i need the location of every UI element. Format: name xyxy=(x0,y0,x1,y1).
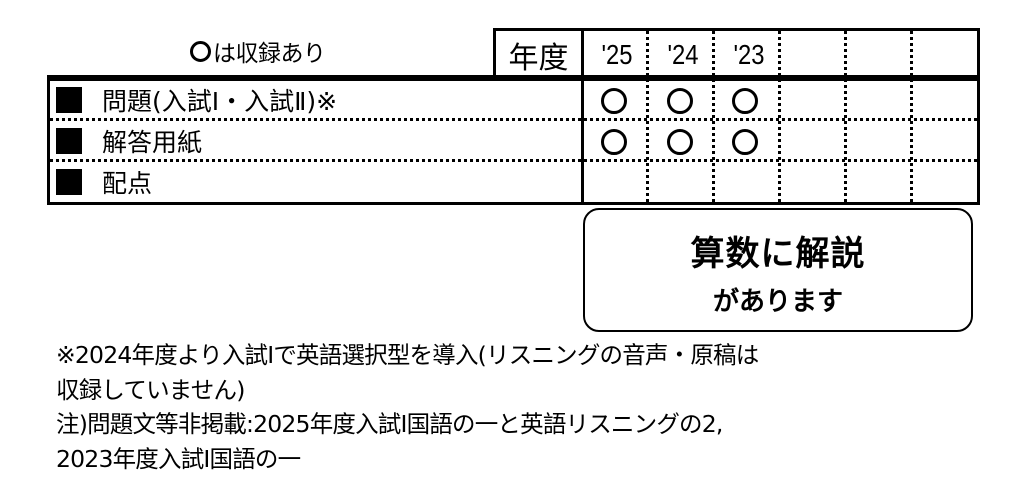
divider xyxy=(844,31,847,202)
circle-mark-icon xyxy=(190,41,211,62)
square-bullet-icon xyxy=(56,169,82,195)
record-table xyxy=(47,78,980,205)
recorded-circle-icon xyxy=(667,88,693,114)
recorded-circle-icon xyxy=(732,88,758,114)
legend-text: は収録あり xyxy=(213,41,326,67)
callout-subtitle: があります xyxy=(712,287,843,317)
row-label: 解答用紙 xyxy=(102,128,203,157)
row-label: 問題(入試Ⅰ・入試Ⅱ)※ xyxy=(102,87,338,116)
callout-title: 算数に解説 xyxy=(690,234,866,274)
year-header: 年度 xyxy=(493,28,584,78)
commentary-callout: 算数に解説 があります xyxy=(583,208,973,332)
recorded-circle-icon xyxy=(667,129,693,155)
divider xyxy=(581,78,584,202)
year-cell: '25 xyxy=(601,38,633,70)
year-cell xyxy=(919,31,975,78)
row-label: 配点 xyxy=(102,169,153,198)
footnote-line: 収録していません) xyxy=(56,375,245,404)
square-bullet-icon xyxy=(56,87,82,113)
row-problems: 問題(入試Ⅰ・入試Ⅱ)※ xyxy=(56,80,337,120)
footnote-line: 注)問題文等非掲載:2025年度入試Ⅰ国語の一と英語リスニングの2, xyxy=(56,410,723,438)
year-cell xyxy=(787,31,843,78)
footnote-line: ※2024年度より入試Ⅰで英語選択型を導入(リスニングの音声・原稿は xyxy=(56,341,759,369)
footnote-line: 2023年度入試Ⅰ国語の一 xyxy=(56,444,301,473)
square-bullet-icon xyxy=(56,128,82,154)
year-cell: '23 xyxy=(733,38,765,70)
row-scoring: 配点 xyxy=(56,162,152,202)
divider xyxy=(778,31,781,202)
divider xyxy=(646,31,649,202)
divider xyxy=(47,75,980,78)
divider xyxy=(910,31,913,202)
year-cell xyxy=(853,31,909,78)
footnotes: ※2024年度より入試Ⅰで英語選択型を導入(リスニングの音声・原稿は 収録してい… xyxy=(56,338,759,476)
legend: は収録あり xyxy=(190,34,326,68)
recorded-circle-icon xyxy=(601,88,627,114)
divider xyxy=(712,31,715,202)
recorded-circle-icon xyxy=(601,129,627,155)
divider xyxy=(50,118,977,121)
year-header-row: '25 '24 '23 xyxy=(581,28,980,78)
row-answer-sheet: 解答用紙 xyxy=(56,121,202,161)
divider xyxy=(50,159,977,162)
year-cell: '24 xyxy=(667,38,699,70)
recorded-circle-icon xyxy=(732,129,758,155)
